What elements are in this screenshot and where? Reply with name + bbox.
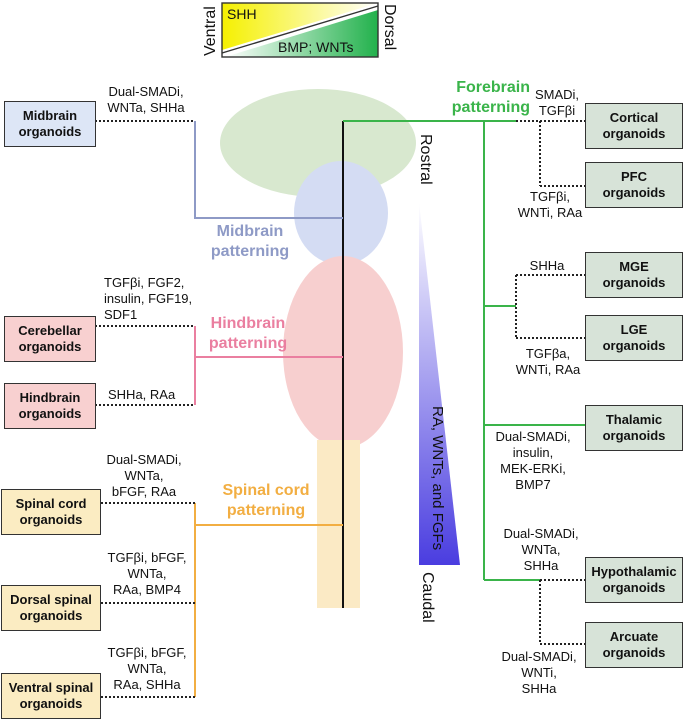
spinal-cord-factors: Dual-SMADi, WNTa, bFGF, RAa: [106, 452, 182, 499]
pfc-organoids-box: PFC organoids: [585, 162, 683, 208]
mge-organoids-box: MGE organoids: [585, 252, 683, 298]
dorsal-spinal-factors: TGFβi, bFGF, WNTa, RAa, BMP4: [107, 550, 187, 597]
ventral-spinal-organoids-box: Ventral spinal organoids: [1, 673, 101, 719]
bmp-wnt-signal-label: BMP; WNTs: [278, 39, 354, 55]
gradient-label: RA, WNTs, and FGFs: [429, 406, 446, 551]
cortical-factors: SMADi, TGFβi: [534, 87, 580, 118]
cortical-organoids-box: Cortical organoids: [585, 103, 683, 149]
thalamic-factors: Dual-SMADi, insulin, MEK-ERKi, BMP7: [495, 429, 571, 492]
dorsal-spinal-organoids-box: Dorsal spinal organoids: [1, 585, 101, 631]
hypothalamic-organoids-box: Hypothalamic organoids: [585, 557, 683, 603]
midbrain-shape: [294, 161, 388, 265]
pfc-factors: TGFβi, WNTi, RAa: [517, 189, 583, 220]
hypothalamic-factors: Dual-SMADi, WNTa, SHHa: [503, 526, 579, 573]
forebrain-connector: [343, 120, 585, 645]
mge-factors: SHHa: [529, 258, 565, 273]
lge-organoids-box: LGE organoids: [585, 315, 683, 361]
spinal-patterning-label: Spinal cord patterning: [222, 482, 310, 519]
arcuate-organoids-box: Arcuate organoids: [585, 622, 683, 668]
rostral-label: Rostral: [417, 134, 434, 185]
lge-factors: TGFβa, WNTi, RAa: [515, 346, 581, 377]
rostral-caudal-gradient: [419, 202, 460, 565]
dorsal-label: Dorsal: [381, 4, 398, 51]
thalamic-organoids-box: Thalamic organoids: [585, 405, 683, 451]
caudal-label: Caudal: [419, 572, 436, 623]
spinal-connector: [101, 502, 343, 698]
hindbrain-connector: [95, 325, 343, 406]
midbrain-factors: Dual-SMADi, WNTa, SHHa: [107, 84, 185, 115]
hindbrain-organoids-box: Hindbrain organoids: [4, 383, 96, 429]
ventral-label: Ventral: [202, 6, 219, 56]
midbrain-organoids-box: Midbrain organoids: [4, 101, 96, 147]
ventral-spinal-factors: TGFβi, bFGF, WNTa, RAa, SHHa: [107, 645, 187, 692]
cerebellar-organoids-box: Cerebellar organoids: [4, 316, 96, 362]
midbrain-patterning-label: Midbrain patterning: [210, 223, 290, 260]
hindbrain-patterning-label: Hindbrain patterning: [208, 315, 288, 352]
cerebellar-factors: TGFβi, FGF2, insulin, FGF19, SDF1: [104, 275, 193, 322]
arcuate-factors: Dual-SMADi, WNTi, SHHa: [501, 649, 577, 696]
spinal-cord-organoids-box: Spinal cord organoids: [1, 489, 101, 535]
midbrain-connector: [95, 120, 343, 219]
hindbrain-factors: SHHa, RAa: [108, 387, 176, 402]
ventral-dorsal-gradient: [221, 2, 379, 58]
forebrain-patterning-label: Forebrain patterning: [451, 79, 530, 116]
shh-signal-label: SHH: [227, 6, 257, 22]
